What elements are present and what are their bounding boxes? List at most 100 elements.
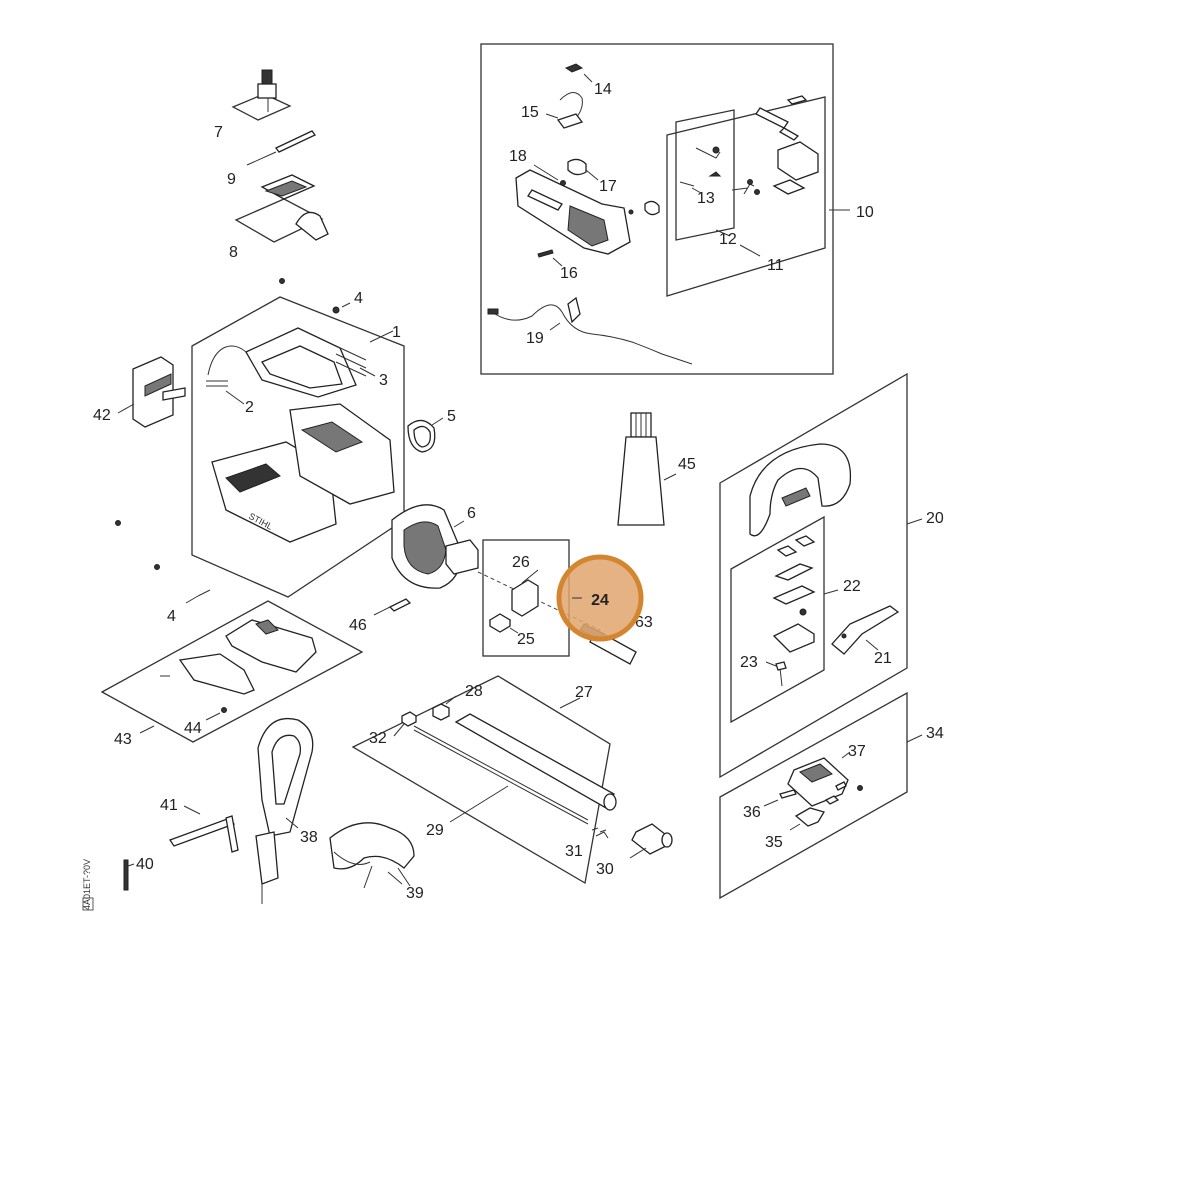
clip-part-14 bbox=[564, 63, 593, 83]
frame-loop-handle-parts bbox=[730, 515, 825, 724]
label-part-14: 14 bbox=[594, 81, 612, 98]
label-part-3: 3 bbox=[379, 372, 388, 389]
label-part-20: 20 bbox=[926, 510, 944, 527]
frame-handle-assembly bbox=[480, 43, 834, 375]
harness-part-38 bbox=[255, 718, 314, 904]
label-part-63: 63 bbox=[635, 614, 653, 631]
label-part-17: 17 bbox=[599, 178, 617, 195]
label-part-37: 37 bbox=[848, 743, 866, 760]
motor-part-6 bbox=[391, 504, 479, 589]
label-part-38: 38 bbox=[300, 829, 318, 846]
label-part-12: 12 bbox=[719, 231, 737, 248]
label-part-31: 31 bbox=[565, 843, 583, 860]
clamp-part-34 bbox=[787, 734, 923, 807]
label-part-21: 21 bbox=[874, 650, 892, 667]
label-part-26: 26 bbox=[512, 554, 530, 571]
label-part-5: 5 bbox=[447, 408, 456, 425]
label-part-29: 29 bbox=[426, 822, 444, 839]
pin-part-31 bbox=[591, 827, 609, 839]
highlight-marker[interactable]: 24 bbox=[556, 554, 644, 642]
screw-part-37 bbox=[835, 751, 863, 791]
nut-part-25 bbox=[488, 613, 519, 634]
ring-part-17 bbox=[567, 158, 599, 181]
cable-part-19 bbox=[487, 296, 693, 365]
clamp-part-26 bbox=[511, 569, 539, 617]
label-part-10: 10 bbox=[856, 204, 874, 221]
wire-part-2 bbox=[206, 380, 245, 405]
label-part-7: 7 bbox=[214, 124, 223, 141]
ring-small bbox=[628, 200, 660, 216]
label-part-4-left: 4 bbox=[167, 608, 176, 625]
label-part-42: 42 bbox=[93, 407, 111, 424]
label-part-9: 9 bbox=[227, 171, 236, 188]
screw-part-36 bbox=[763, 789, 797, 807]
pin-part-40 bbox=[123, 859, 135, 891]
frame-bracket bbox=[100, 600, 364, 743]
glasses-part-39 bbox=[329, 822, 415, 889]
spring-part-3 bbox=[335, 345, 376, 377]
label-part-46: 46 bbox=[349, 617, 367, 634]
screw-part-4 bbox=[332, 302, 351, 314]
grease-tube-part-45 bbox=[617, 412, 677, 526]
parts-in-10 bbox=[731, 95, 819, 195]
label-part-13: 13 bbox=[697, 190, 715, 207]
label-part-19: 19 bbox=[526, 330, 544, 347]
label-part-30: 30 bbox=[596, 861, 614, 878]
parts-in-12 bbox=[679, 146, 755, 195]
label-part-6: 6 bbox=[467, 505, 476, 522]
loop-parts-22 bbox=[772, 535, 839, 653]
cable-part-15 bbox=[545, 92, 584, 129]
label-part-16: 16 bbox=[560, 265, 578, 282]
label-part-1: 1 bbox=[392, 324, 401, 341]
tube-part-27 bbox=[454, 697, 617, 811]
battery-guard-part-42 bbox=[117, 356, 186, 428]
frame-handle-clamp bbox=[719, 691, 908, 900]
screw-part-44 bbox=[205, 707, 227, 721]
code-box bbox=[82, 897, 94, 911]
label-part-40: 40 bbox=[136, 856, 154, 873]
leader-lines-handle bbox=[715, 209, 850, 257]
switch-block-part-8 bbox=[234, 174, 329, 284]
label-part-32: 32 bbox=[369, 730, 387, 747]
label-part-25: 25 bbox=[517, 631, 535, 648]
label-part-24[interactable]: 24 bbox=[591, 592, 609, 609]
label-part-4-top: 4 bbox=[354, 290, 363, 307]
strip-part-9 bbox=[246, 130, 316, 166]
label-part-27: 27 bbox=[575, 684, 593, 701]
frame-drive-tube bbox=[351, 675, 611, 885]
seal-ring-part-5 bbox=[407, 417, 444, 453]
label-part-35: 35 bbox=[765, 834, 783, 851]
knob-part-35 bbox=[789, 795, 840, 831]
label-part-43: 43 bbox=[114, 731, 132, 748]
label-part-11: 11 bbox=[767, 257, 784, 274]
frame-loop-handle bbox=[719, 372, 908, 779]
nut-part-28 bbox=[432, 695, 457, 721]
sleeve-part-30 bbox=[629, 823, 673, 859]
label-part-45: 45 bbox=[678, 456, 696, 473]
screw-part-16 bbox=[537, 249, 563, 267]
cable-part-29 bbox=[413, 725, 589, 825]
pin-part-23 bbox=[765, 661, 787, 687]
screws-left bbox=[115, 520, 211, 604]
bracket-part-43 bbox=[139, 619, 317, 734]
label-part-15: 15 bbox=[521, 104, 539, 121]
tool-part-41 bbox=[169, 805, 239, 853]
label-part-28: 28 bbox=[465, 683, 483, 700]
screw-part-18 bbox=[533, 164, 566, 186]
clamp-part-21 bbox=[831, 605, 900, 655]
label-part-18: 18 bbox=[509, 148, 527, 165]
diagram-code: 4A01ET-?0V bbox=[82, 859, 92, 910]
loop-handle-part-20 bbox=[749, 443, 923, 537]
label-part-36: 36 bbox=[743, 804, 761, 821]
label-part-22: 22 bbox=[843, 578, 861, 595]
label-part-39: 39 bbox=[406, 885, 424, 902]
plug-part-32 bbox=[393, 711, 417, 737]
grip-part-handle bbox=[515, 169, 631, 255]
highlight-circle[interactable] bbox=[556, 554, 644, 642]
label-part-23: 23 bbox=[740, 654, 758, 671]
label-part-34: 34 bbox=[926, 725, 944, 742]
label-part-2: 2 bbox=[245, 399, 254, 416]
screw-part-46 bbox=[373, 598, 412, 616]
housing-shell-part-1: STIHL bbox=[211, 403, 395, 543]
